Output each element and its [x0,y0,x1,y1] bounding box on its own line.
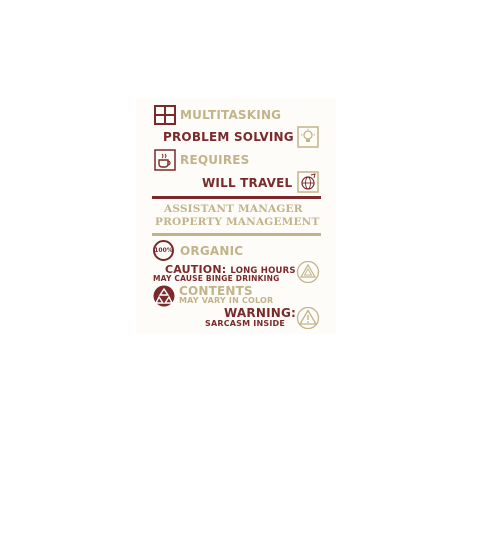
lightbulb-icon [297,126,319,148]
will-travel-text: WILL TRAVEL [202,176,293,190]
badge-icon: 100% [153,240,174,261]
warning-triangle-icon [296,307,320,329]
job-title-line-1: ASSISTANT MANAGER [164,203,303,215]
problem-solving-text: PROBLEM SOLVING [163,130,294,144]
caution-triangle-icon [296,261,320,283]
divider-top [152,196,321,199]
warning-sub-text: SARCASM INSIDE [205,319,285,328]
caution-small: LONG HOURS [230,266,296,276]
caution-sub-text: MAY CAUSE BINGE DRINKING [153,274,280,283]
organic-text: ORGANIC [180,244,244,258]
sticker-design: MULTITASKING PROBLEM SOLVING REQUIRES WI… [136,98,336,334]
badge-text: 100% [154,247,173,254]
contents-sub-text: MAY VARY IN COLOR [179,296,274,305]
multitasking-text: MULTITASKING [180,108,282,122]
contents-text: CONTENTS [179,284,253,298]
caution-label: CAUTION: [165,263,227,276]
window-icon [154,105,176,125]
recycle-icon [153,285,175,307]
warning-text: WARNING: [224,306,297,320]
coffee-icon [154,149,176,171]
globe-icon [297,171,319,193]
job-title-line-2: PROPERTY MANAGEMENT [155,216,320,228]
requires-text: REQUIRES [180,153,250,167]
divider-bottom [152,233,321,236]
caution-text: CAUTION: LONG HOURS [165,264,296,276]
